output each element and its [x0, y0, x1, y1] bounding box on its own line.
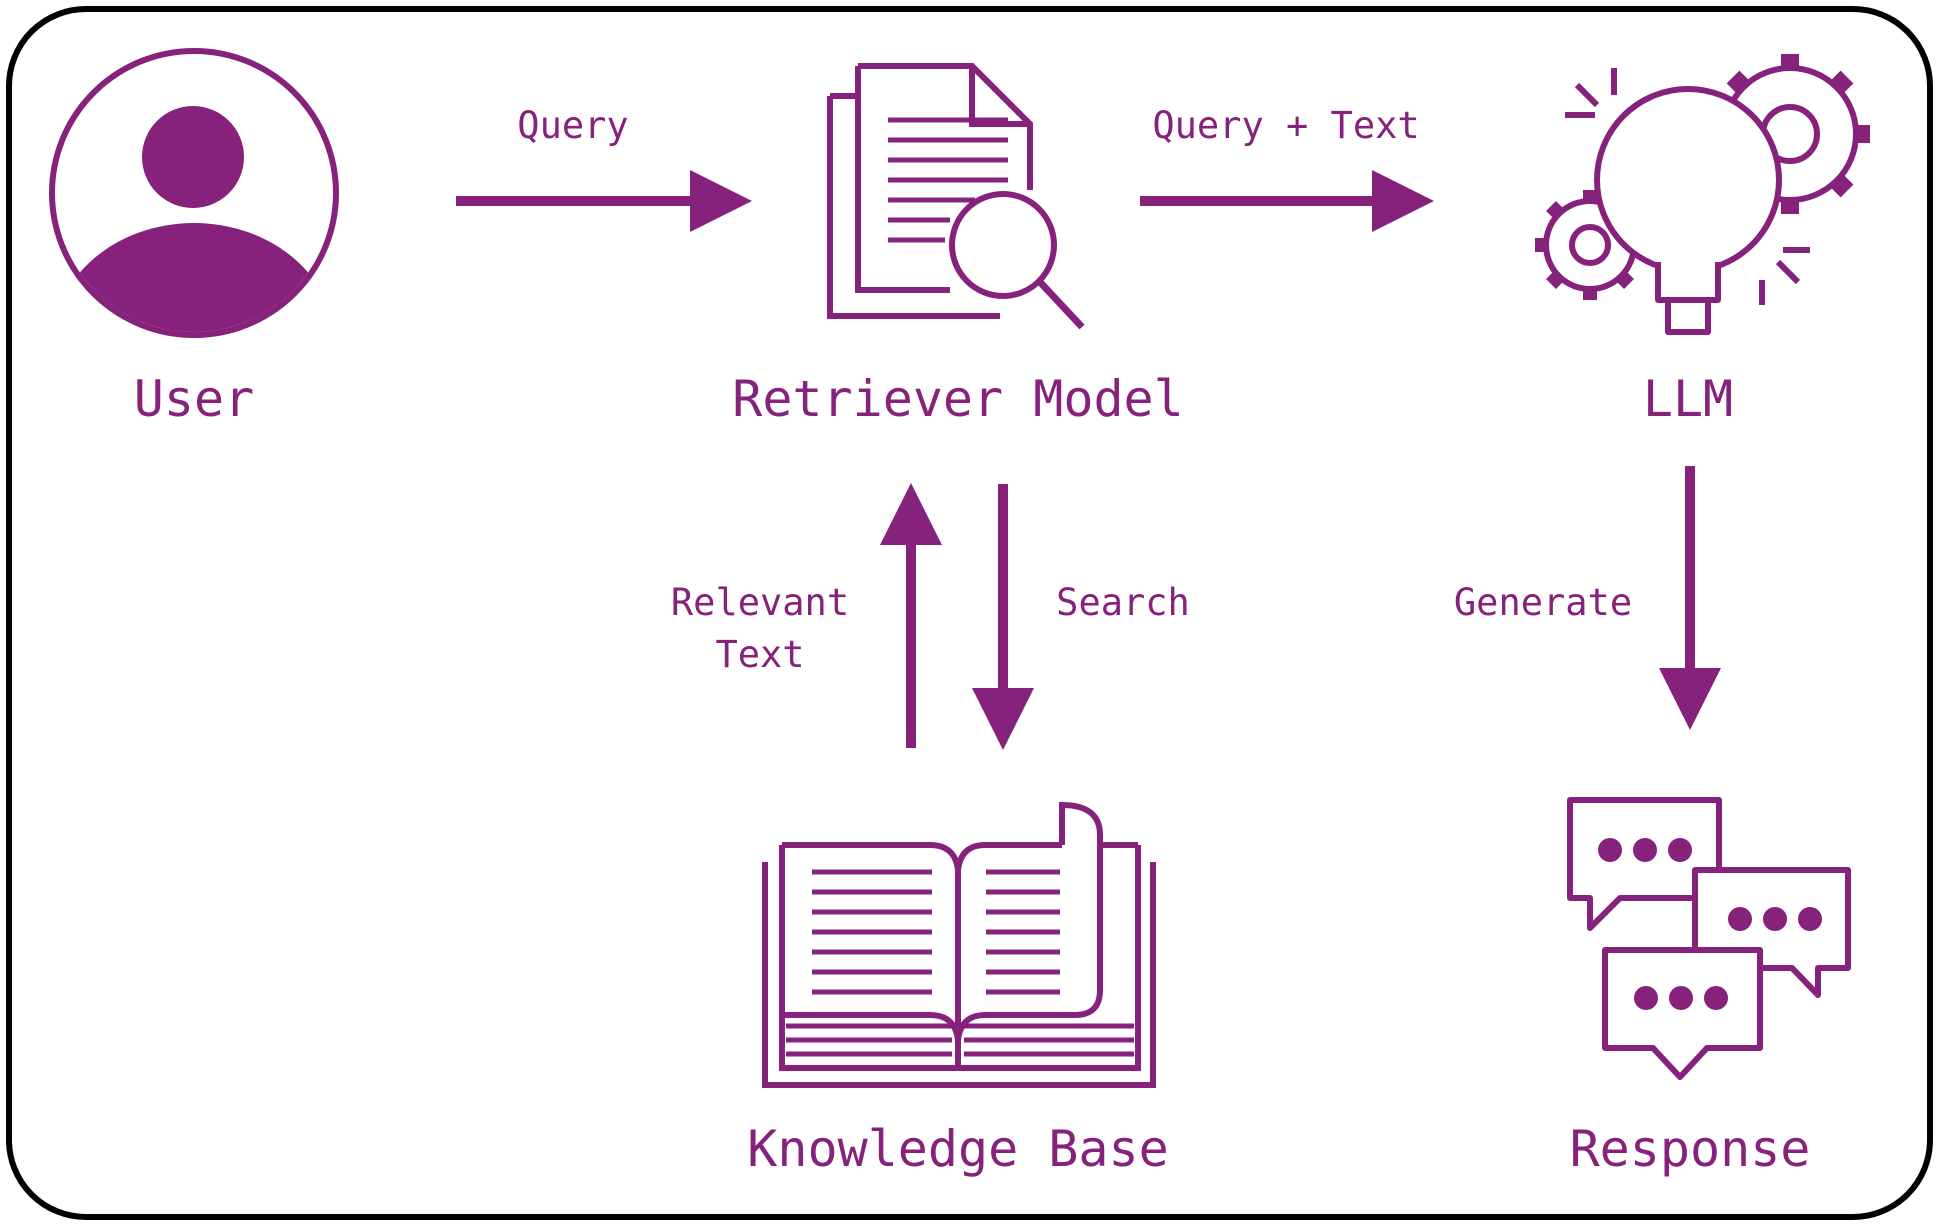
query-text-label: Query + Text: [1152, 104, 1419, 147]
edge-search: Search: [972, 484, 1190, 750]
generate-label: Generate: [1454, 581, 1632, 624]
knowledge-base-label: Knowledge Base: [747, 1120, 1168, 1178]
edge-generate: Generate: [1454, 466, 1721, 730]
query-label: Query: [517, 104, 628, 147]
edge-query: Query: [456, 104, 752, 232]
response-node: Response: [1567, 797, 1851, 1178]
user-node: User: [49, 48, 339, 428]
llm-label: LLM: [1643, 370, 1733, 428]
relevant-text-label-line1: Relevant: [671, 581, 849, 624]
search-label: Search: [1056, 581, 1190, 624]
retriever-label: Retriever Model: [732, 370, 1184, 428]
edge-relevant-text: Relevant Text: [671, 483, 942, 748]
user-label: User: [134, 370, 254, 428]
knowledge-base-node: Knowledge Base: [747, 801, 1169, 1178]
lightbulb-gears-icon: [1535, 54, 1870, 335]
chat-bubbles-icon: [1567, 797, 1851, 1080]
user-avatar-icon: [49, 48, 339, 338]
response-label: Response: [1570, 1120, 1811, 1178]
retriever-node: Retriever Model: [732, 63, 1184, 428]
open-book-icon: [762, 801, 1156, 1088]
edge-query-text: Query + Text: [1140, 104, 1434, 232]
document-search-icon: [827, 63, 1085, 330]
llm-node: LLM: [1535, 54, 1870, 428]
relevant-text-label-line2: Text: [715, 633, 804, 676]
